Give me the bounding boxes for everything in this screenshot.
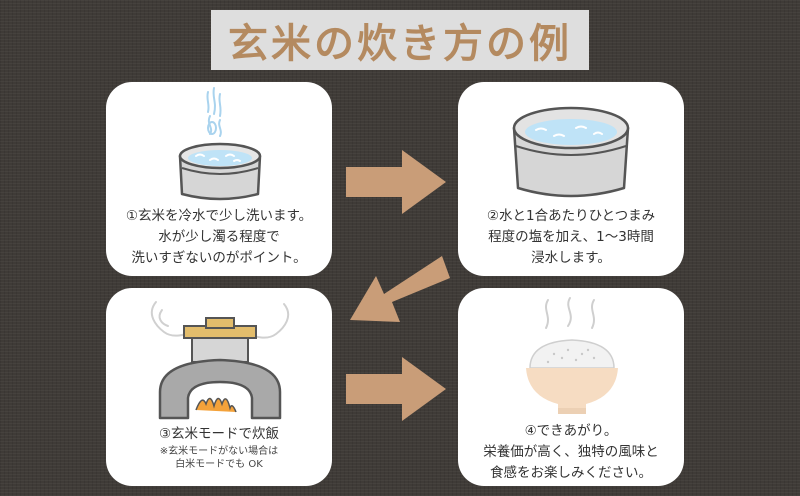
step-2-text: ②水と1合あたりひとつまみ 程度の塩を加え、1〜3時間 浸水します。 [458, 206, 684, 269]
step-3-note-1: ※玄米モードがない場合は [159, 446, 279, 457]
step-4-text: ④できあがり。 栄養価が高く、独特の風味と 食感をお楽しみください。 [458, 421, 684, 484]
step-1-line-3: 洗いすぎないのがポイント。 [131, 250, 307, 266]
step-4-line-1: ④できあがり。 [524, 423, 618, 439]
step-2-line-3: 浸水します。 [531, 250, 611, 266]
step-2-line-1: ②水と1合あたりひとつまみ [486, 208, 656, 224]
step-1-line-2: 水が少し濁る程度で [158, 229, 280, 245]
rice-bowl-icon [526, 297, 618, 414]
step-3-text: ③玄米モードで炊飯 ※玄米モードがない場合は 白米モードでも OK [106, 424, 332, 471]
arrow-right-2-icon [346, 357, 446, 421]
step-1-line-1: ①玄米を冷水で少し洗います。 [125, 208, 313, 224]
soaking-pot-icon [512, 106, 630, 198]
step-card-2: ②水と1合あたりひとつまみ 程度の塩を加え、1〜3時間 浸水します。 [458, 82, 684, 276]
title-banner: 玄米の炊き方の例 [211, 10, 589, 70]
step-4-line-3: 食感をお楽しみください。 [490, 465, 652, 481]
stove-pot-icon [150, 301, 290, 420]
step-2-line-2: 程度の塩を加え、1〜3時間 [488, 229, 654, 245]
step-card-1: ①玄米を冷水で少し洗います。 水が少し濁る程度で 洗いすぎないのがポイント。 [106, 82, 332, 276]
step-4-line-2: 栄養価が高く、独特の風味と [483, 444, 659, 460]
step-card-4: ④できあがり。 栄養価が高く、独特の風味と 食感をお楽しみください。 [458, 288, 684, 486]
arrow-right-icon [346, 150, 446, 214]
page-title: 玄米の炊き方の例 [228, 21, 572, 67]
step-card-3: ③玄米モードで炊飯 ※玄米モードがない場合は 白米モードでも OK [106, 288, 332, 486]
step-3-note-2: 白米モードでも OK [175, 459, 263, 470]
arrow-down-left-icon [350, 256, 450, 322]
step-1-text: ①玄米を冷水で少し洗います。 水が少し濁る程度で 洗いすぎないのがポイント。 [106, 206, 332, 269]
washing-pot-icon [178, 87, 262, 201]
step-3-line-1: ③玄米モードで炊飯 [158, 426, 280, 442]
